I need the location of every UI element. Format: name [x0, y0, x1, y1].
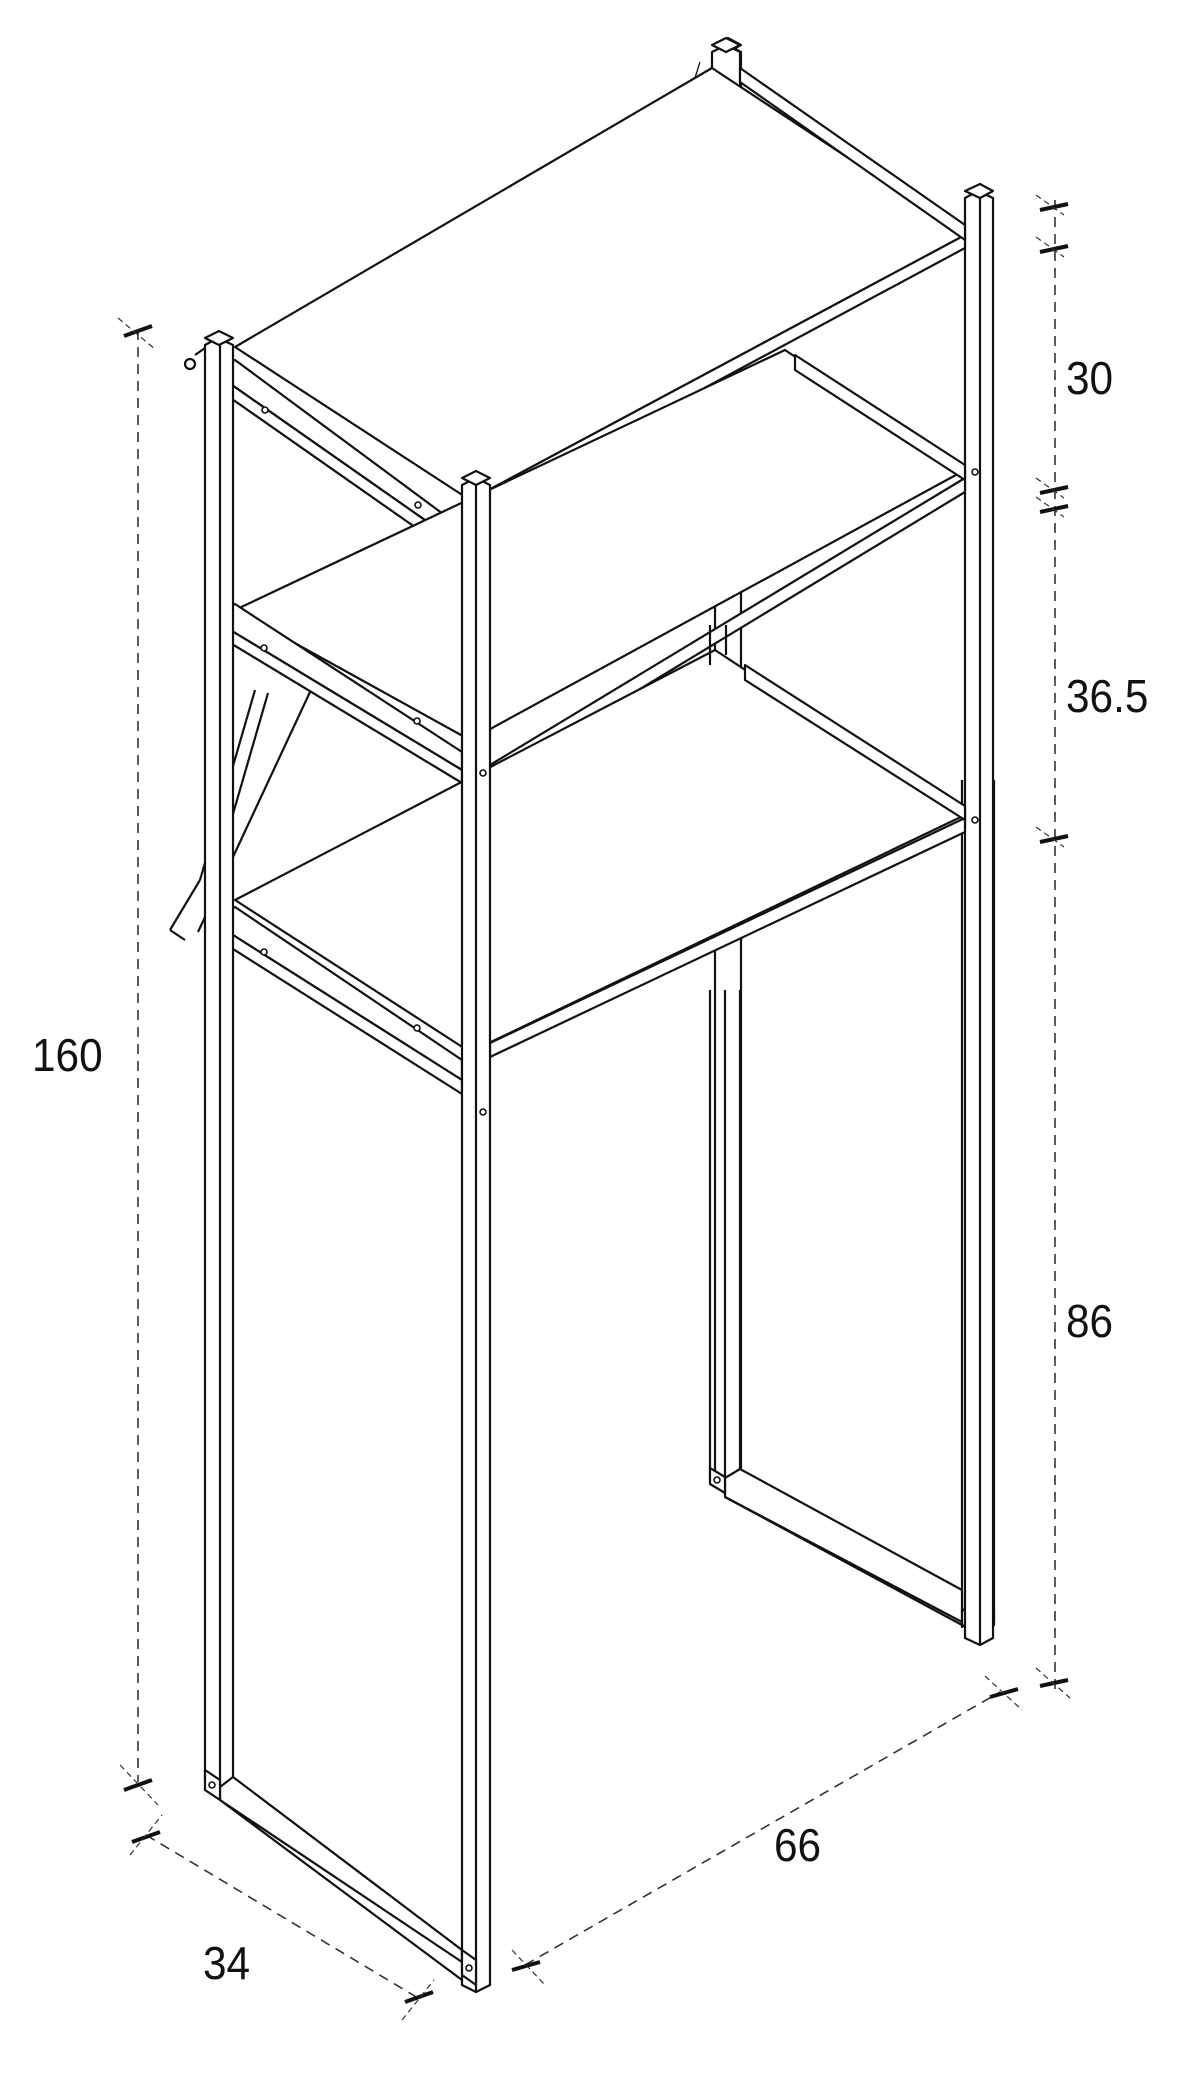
back-center-post — [708, 625, 728, 665]
front-left-leg — [460, 469, 492, 1994]
dimension-right-chain — [1035, 194, 1071, 1699]
front-right-leg — [963, 182, 995, 1647]
dimension-depth — [129, 1814, 435, 2021]
bottom-shelf — [220, 648, 979, 1096]
label-depth: 34 — [203, 1937, 251, 1989]
back-left-leg — [183, 329, 235, 1789]
label-top-shelf-spacing: 30 — [1066, 352, 1114, 404]
label-middle-shelf-spacing: 36.5 — [1066, 670, 1149, 722]
dimension-width — [511, 1675, 1023, 1986]
label-width: 66 — [774, 1819, 822, 1871]
label-total-height: 160 — [32, 1029, 103, 1081]
dimension-total-height — [117, 317, 159, 1806]
label-bottom-clearance: 86 — [1066, 1295, 1114, 1347]
